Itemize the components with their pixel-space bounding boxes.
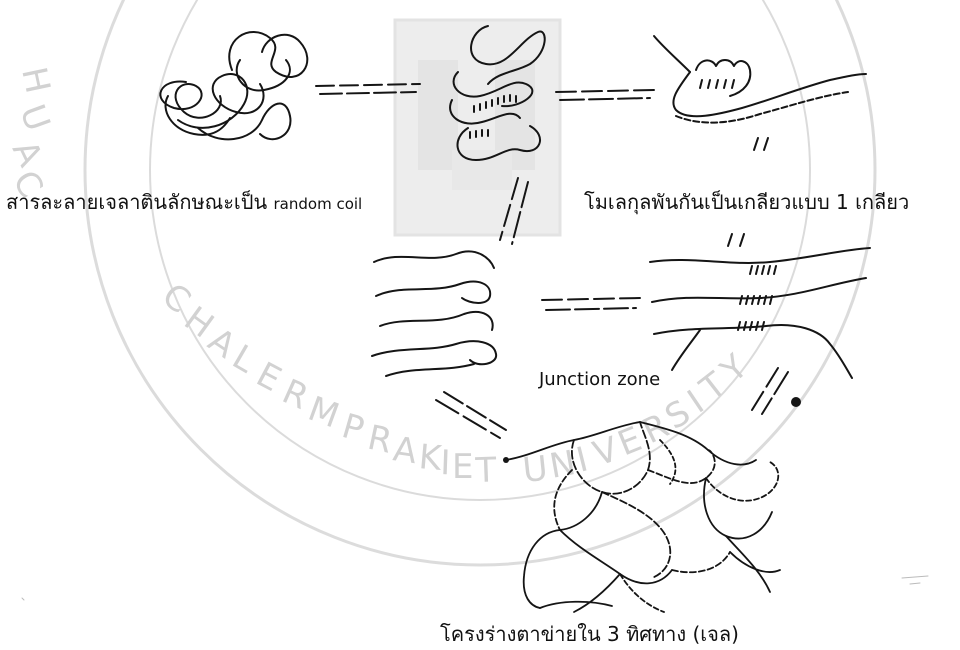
svg-text:P: P (338, 406, 369, 450)
label-single-helix: โมเลกุลพันกันเป็นเกลียวแบบ 1 เกลียว (584, 186, 909, 218)
equilibrium-arrow-2 (556, 90, 654, 100)
equilibrium-arrow-6 (436, 392, 506, 438)
svg-text:U: U (12, 99, 58, 136)
aligned-chains-illustration (372, 251, 496, 376)
equilibrium-arrow-5 (542, 298, 640, 310)
svg-text:R: R (364, 418, 395, 462)
svg-text:A: A (391, 429, 420, 472)
equilibrium-arrow-7 (752, 368, 801, 414)
svg-text:T: T (474, 450, 497, 491)
label-junction-zone: Junction zone (539, 369, 660, 390)
label-random-coil: สารละลายเจลาตินลักษณะเป็น random coil (6, 186, 362, 218)
svg-text:E: E (452, 447, 473, 487)
junction-zone-illustration (650, 248, 870, 378)
svg-text:E: E (250, 355, 288, 400)
svg-text:H: H (13, 64, 57, 97)
svg-text:M: M (303, 389, 344, 437)
stray-marks (22, 576, 928, 600)
random-coil-illustration (160, 32, 307, 139)
label-random-coil-en: random coil (274, 195, 363, 213)
svg-text:A: A (4, 134, 50, 172)
label-random-coil-thai: สารละลายเจลาตินลักษณะเป็น (6, 190, 267, 214)
seal-text-watermark: H U A C C H A L E R M P R A K I E T U N … (4, 64, 756, 491)
label-gel-network: โครงร่างตาข่ายใน 3 ทิศทาง (เจล) (440, 618, 739, 650)
single-helix-illustration (654, 36, 866, 123)
svg-text:I: I (440, 443, 451, 483)
